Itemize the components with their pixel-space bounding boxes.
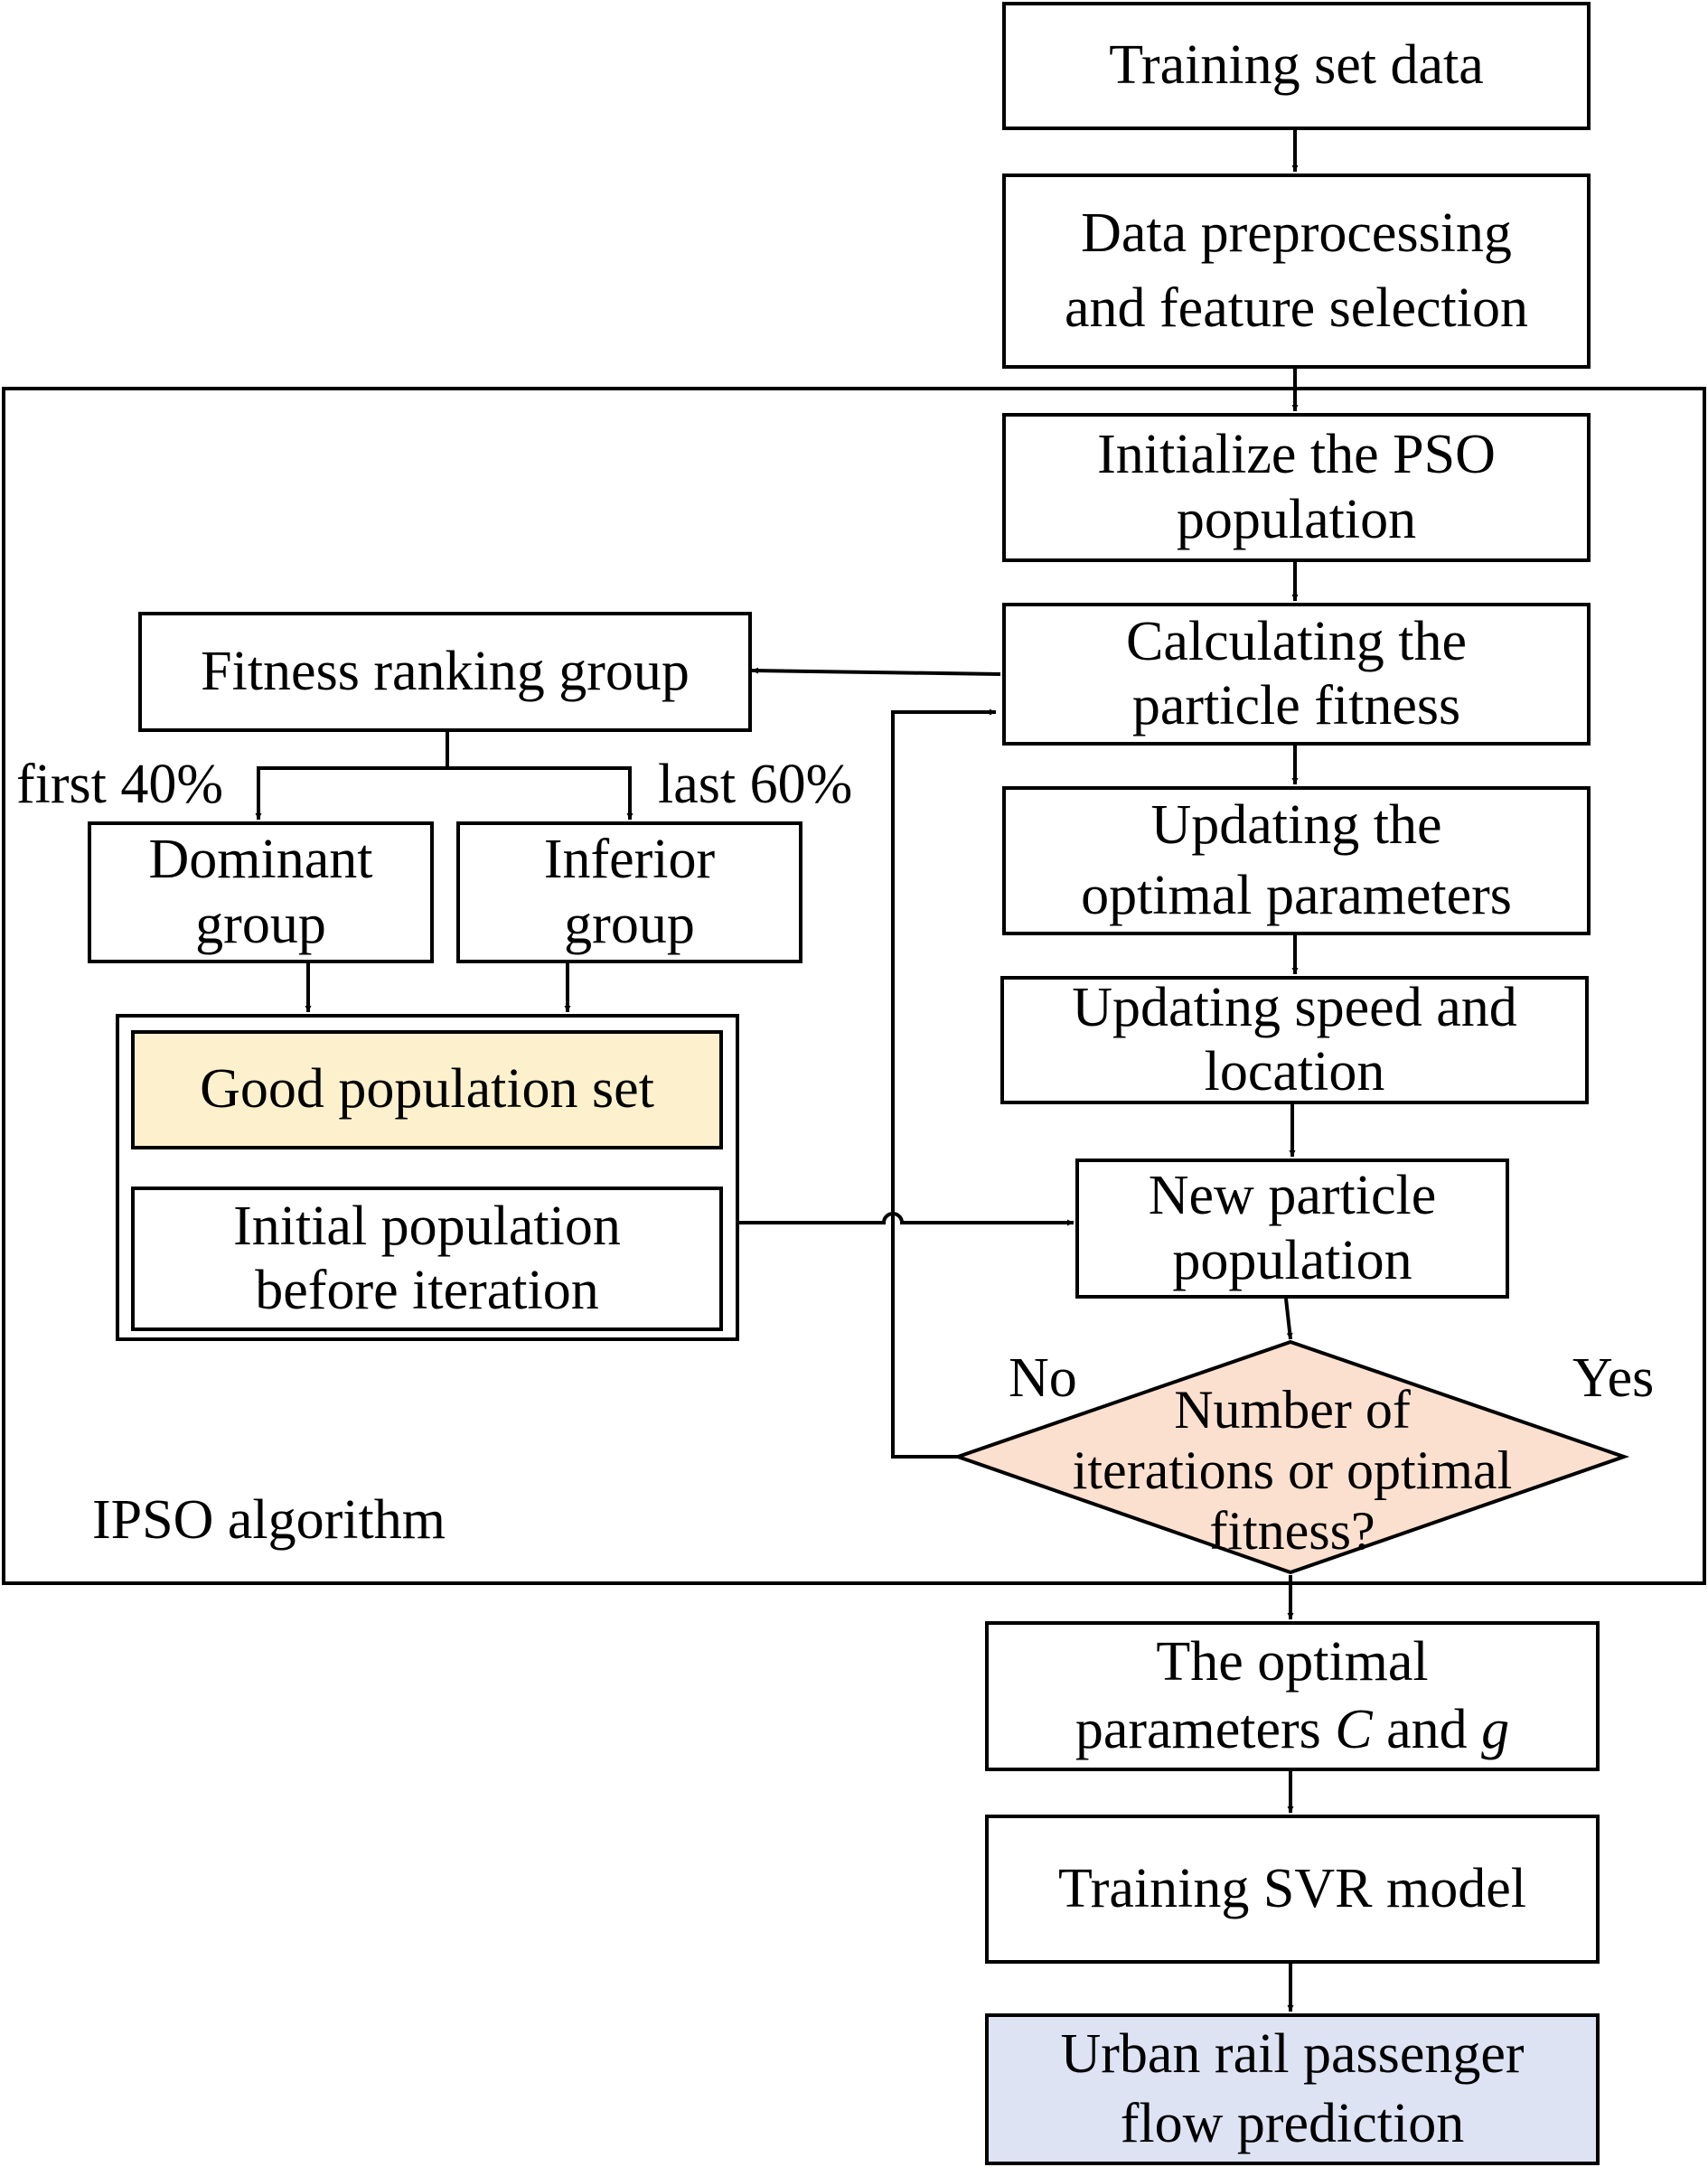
fitness-ranking-box: Fitness ranking group (138, 612, 752, 732)
ipso-algorithm-label: IPSO algorithm (92, 1489, 446, 1551)
yes-label: Yes (1572, 1347, 1655, 1409)
training-svr-box: Training SVR model (985, 1815, 1600, 1964)
loop-no-to-calculating (891, 708, 996, 1459)
optimal-params-and: and (1372, 1699, 1482, 1760)
population-container (116, 1014, 739, 1341)
inferior-group-line2: group (564, 893, 695, 955)
preprocessing-line2: and feature selection (1065, 277, 1528, 339)
calculating-fitness-line1: Calculating the (1125, 610, 1468, 672)
initialize-pso-box: Initialize the PSO population (1002, 413, 1591, 562)
first-40-label: first 40% (16, 754, 224, 815)
dominant-group-box: Dominant group (88, 821, 434, 963)
optimal-params-prefix: parameters (1075, 1699, 1336, 1760)
last-60-label: last 60% (658, 754, 853, 815)
decision-line3: fitness? (1209, 1501, 1375, 1562)
prediction-line1: Urban rail passenger (1060, 2022, 1525, 2085)
decision-line1: Number of (1174, 1380, 1411, 1440)
fitness-ranking-text: Fitness ranking group (201, 640, 690, 702)
updating-speed-box: Updating speed and location (1000, 976, 1589, 1104)
updating-optimal-box: Updating the optimal parameters (1002, 786, 1591, 935)
training-svr-text: Training SVR model (1058, 1857, 1526, 1919)
decision-diamond (952, 1339, 1630, 1575)
dominant-group-line2: group (195, 893, 326, 955)
optimal-params-box: The optimal parameters C and g (985, 1621, 1600, 1771)
decision-line2: iterations or optimal (1072, 1440, 1513, 1501)
prediction-box: Urban rail passenger flow prediction (985, 2013, 1600, 2165)
updating-optimal-line1: Updating the (1150, 794, 1442, 857)
param-g: g (1481, 1699, 1510, 1760)
good-population-box: Good population set (131, 1030, 723, 1149)
prediction-line2: flow prediction (1120, 2093, 1465, 2154)
updating-speed-line1: Updating speed and (1072, 976, 1517, 1038)
optimal-params-line2: parameters C and g (1075, 1698, 1509, 1762)
decision-text: Number of iterations or optimal fitness? (1003, 1380, 1581, 1562)
arrow-calculating-to-fitness-ranking (751, 667, 1001, 676)
optimal-params-line1: The optimal (1156, 1630, 1429, 1693)
training-set-data-box: Training set data (1002, 2, 1591, 130)
training-set-data-text: Training set data (1109, 34, 1484, 97)
param-c: C (1335, 1699, 1373, 1760)
initial-population-box: Initial population before iteration (131, 1187, 723, 1331)
updating-optimal-line2: optimal parameters (1081, 864, 1512, 926)
initialize-pso-line1: Initialize the PSO (1097, 424, 1496, 486)
updating-speed-line2: location (1204, 1041, 1385, 1102)
inferior-group-line1: Inferior (543, 829, 716, 891)
ipso-algorithm-frame (2, 387, 1706, 1585)
new-particle-line1: New particle (1148, 1165, 1437, 1227)
preprocessing-box: Data preprocessing and feature selection (1002, 174, 1591, 369)
new-particle-box: New particle population (1075, 1159, 1509, 1299)
dominant-group-line1: Dominant (148, 829, 373, 891)
no-label: No (1009, 1347, 1077, 1409)
good-population-text: Good population set (200, 1058, 654, 1121)
calculating-fitness-line2: particle fitness (1131, 675, 1461, 736)
calculating-fitness-box: Calculating the particle fitness (1002, 603, 1591, 746)
initialize-pso-line2: population (1176, 488, 1417, 550)
new-particle-line2: population (1172, 1229, 1412, 1291)
initial-population-line1: Initial population (233, 1195, 621, 1257)
initial-population-line2: before iteration (255, 1260, 599, 1321)
preprocessing-line1: Data preprocessing (1081, 202, 1512, 264)
arrow-new-particle-to-decision (1284, 1298, 1293, 1340)
inferior-group-box: Inferior group (456, 821, 802, 963)
